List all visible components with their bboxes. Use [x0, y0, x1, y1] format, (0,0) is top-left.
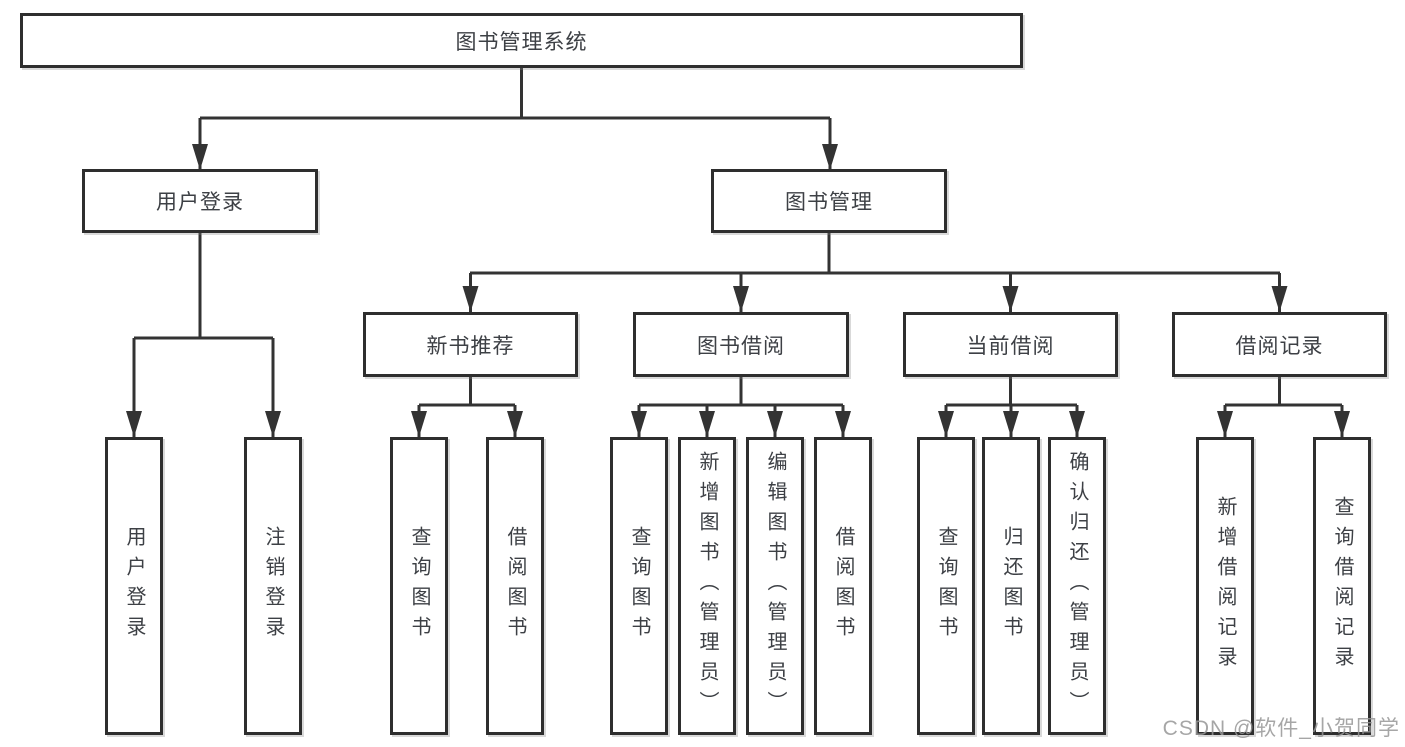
node-label: 借阅记录	[1235, 334, 1324, 358]
node-borrowing-records: 借阅记录	[1172, 312, 1387, 377]
node-label: 借阅图书	[832, 526, 854, 646]
leaf-borrowing-add-books-admin: 新增图书（管理员）	[678, 437, 736, 735]
node-label: 图书管理系统	[455, 30, 588, 54]
node-label: 新增图书（管理员）	[696, 451, 718, 721]
node-book-borrowing: 图书借阅	[633, 312, 849, 377]
node-label: 编辑图书（管理员）	[764, 451, 786, 721]
node-label: 用户登录	[123, 526, 145, 646]
leaf-borrowing-query-books: 查询图书	[610, 437, 668, 735]
leaf-user-login: 用户登录	[105, 437, 163, 735]
node-new-book-recommend: 新书推荐	[363, 312, 578, 377]
node-label: 借阅图书	[504, 526, 526, 646]
node-label: 图书借阅	[697, 334, 785, 358]
node-label: 归还图书	[1000, 526, 1022, 646]
node-book-management: 图书管理	[711, 169, 947, 233]
csdn-watermark: CSDN @软件_小贺同学	[1162, 717, 1400, 740]
node-label: 当前借阅	[966, 334, 1055, 358]
node-label: 用户登录	[156, 191, 244, 214]
node-root-system: 图书管理系统	[20, 13, 1023, 68]
connector-paths	[132, 68, 1344, 439]
node-label: 查询图书	[628, 526, 650, 646]
leaf-logout: 注销登录	[244, 437, 302, 735]
leaf-borrowing-borrow-books: 借阅图书	[814, 437, 872, 735]
node-label: 查询图书	[935, 526, 957, 646]
node-user-login-group: 用户登录	[82, 169, 318, 233]
node-label: 新增借阅记录	[1214, 496, 1236, 676]
node-label: 图书管理	[785, 191, 873, 214]
leaf-borrowing-edit-books-admin: 编辑图书（管理员）	[746, 437, 804, 735]
node-label: 新书推荐	[426, 334, 515, 358]
leaf-newbooks-borrow-books: 借阅图书	[486, 437, 544, 735]
node-label: 确认归还（管理员）	[1066, 451, 1088, 721]
leaf-current-confirm-return-admin: 确认归还（管理员）	[1048, 437, 1106, 735]
leaf-newbooks-query-books: 查询图书	[390, 437, 448, 735]
leaf-records-query-record: 查询借阅记录	[1313, 437, 1371, 735]
leaf-current-query-books: 查询图书	[917, 437, 975, 735]
node-current-borrowing: 当前借阅	[903, 312, 1118, 377]
node-label: 查询图书	[408, 526, 430, 646]
leaf-records-add-record: 新增借阅记录	[1196, 437, 1254, 735]
leaf-current-return-books: 归还图书	[982, 437, 1040, 735]
node-label: 注销登录	[262, 526, 284, 646]
node-label: 查询借阅记录	[1331, 496, 1353, 676]
